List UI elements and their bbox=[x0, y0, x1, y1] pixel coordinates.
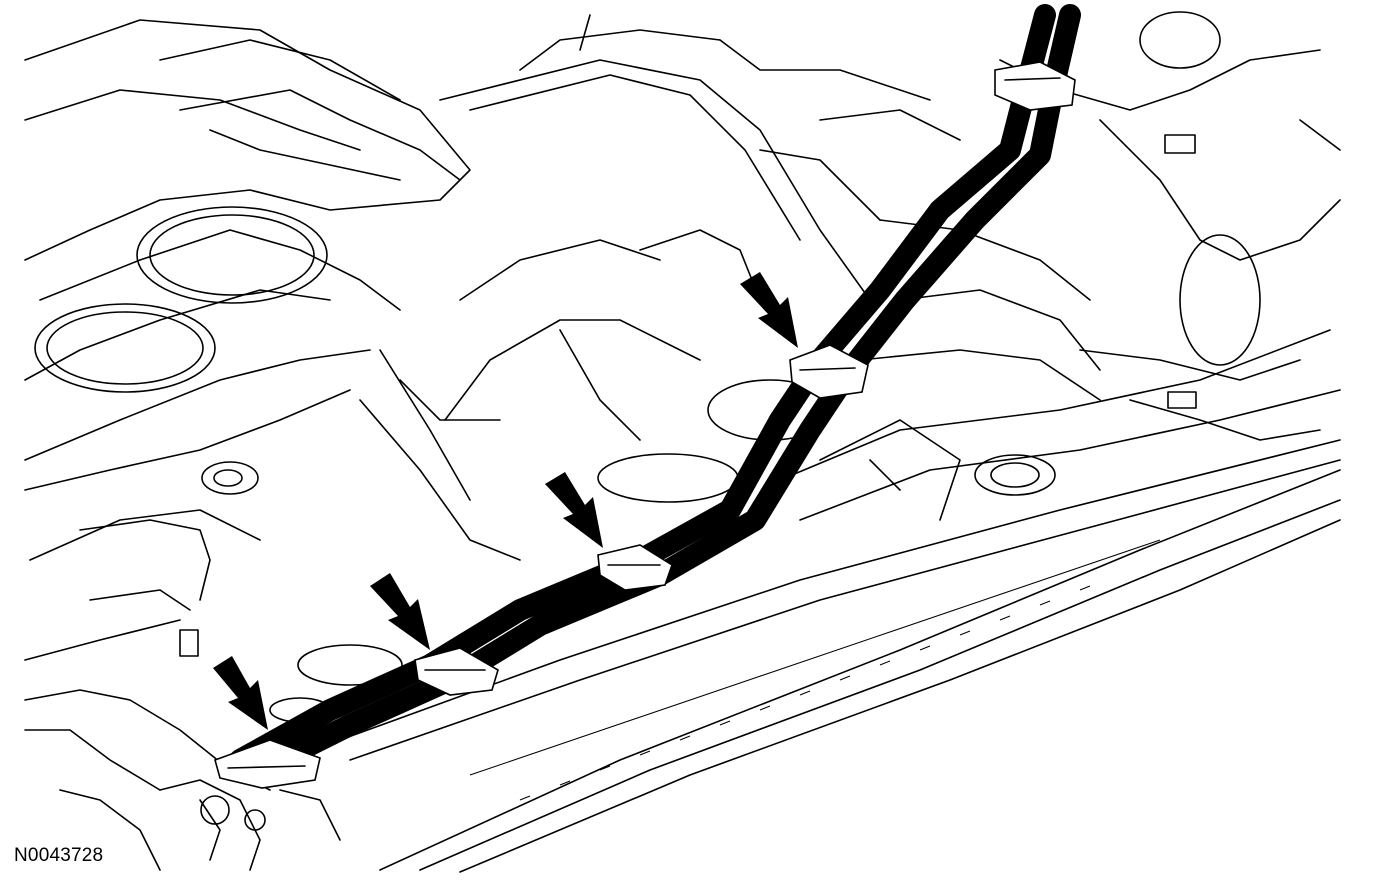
callout-arrows bbox=[213, 272, 798, 730]
line-clip-4 bbox=[789, 344, 869, 399]
callout-arrow-clip-1 bbox=[213, 656, 268, 730]
fuel-brake-lines bbox=[229, 4, 1081, 781]
illustration-reference-code: N0043728 bbox=[14, 845, 104, 866]
line-retaining-clips bbox=[214, 61, 1076, 789]
underbody-floor-pan bbox=[24, 11, 1341, 723]
callout-arrow-clip-3 bbox=[545, 472, 603, 548]
line-clip-upper bbox=[994, 61, 1076, 111]
line-clip-2 bbox=[414, 647, 499, 696]
rocker-panel-sill bbox=[339, 439, 1341, 873]
callout-arrow-clip-2 bbox=[370, 573, 430, 650]
line-clip-3 bbox=[597, 544, 673, 591]
callout-arrow-clip-4 bbox=[740, 272, 798, 348]
line-clip-1 bbox=[214, 739, 321, 789]
rear-suspension-area bbox=[24, 519, 341, 871]
